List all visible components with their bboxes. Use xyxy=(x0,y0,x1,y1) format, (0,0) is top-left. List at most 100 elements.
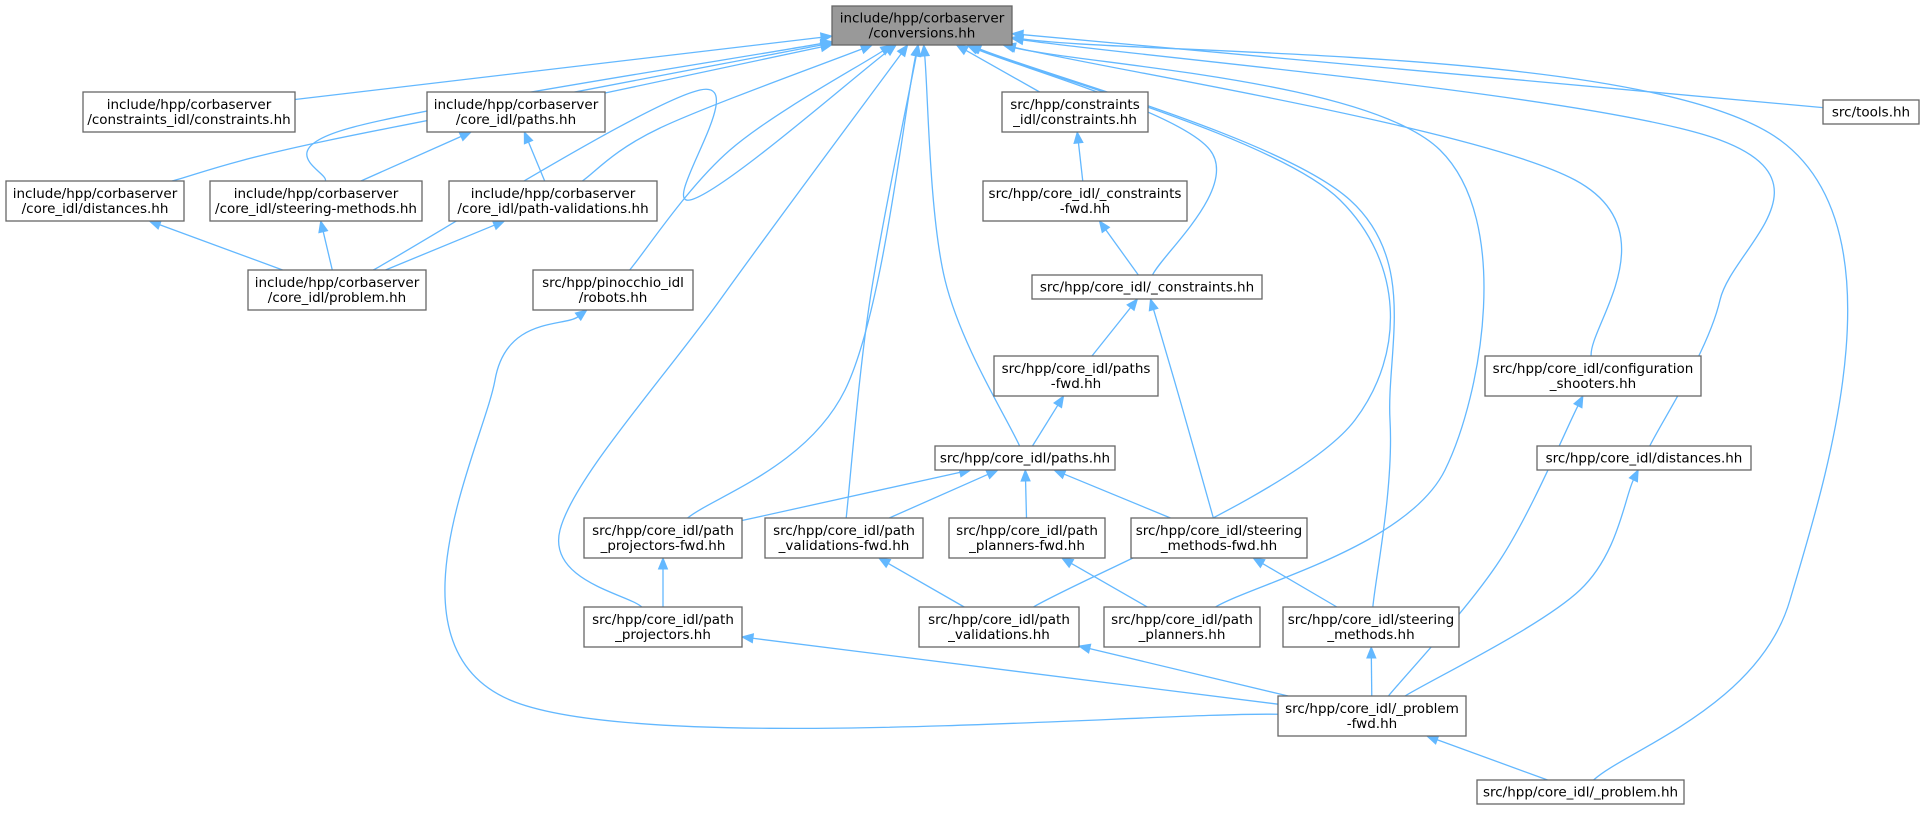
arrowhead-icon xyxy=(955,44,970,56)
node-box xyxy=(1277,695,1467,737)
node-label-line: src/hpp/core_idl/_constraints.hh xyxy=(1040,280,1254,296)
node-label-line: /robots.hh xyxy=(579,290,648,306)
node-box xyxy=(448,180,658,222)
edge-inc_problem-to-inc_pathval xyxy=(385,220,506,271)
arrowhead-icon xyxy=(491,220,506,231)
node-label-line: _planners-fwd.hh xyxy=(968,538,1085,554)
edge-inc_problem-to-inc_distances xyxy=(148,220,283,271)
edge-src_pathproj-to-root xyxy=(557,43,909,608)
node-box xyxy=(934,445,1116,471)
file-node-src-paths-fwd[interactable]: src/hpp/core_idl/paths-fwd.hh xyxy=(993,355,1159,397)
node-label-line: /core_idl/path-validations.hh xyxy=(457,201,648,217)
node-label-line: _idl/constraints.hh xyxy=(1012,112,1137,128)
file-node-src-problem-fwd[interactable]: src/hpp/core_idl/_problem-fwd.hh xyxy=(1277,695,1467,737)
file-node-src-pathval-fwd[interactable]: src/hpp/core_idl/path_validations-fwd.hh xyxy=(764,517,924,559)
edge-src_tools-to-root xyxy=(1010,29,1824,109)
arrowhead-icon xyxy=(1252,557,1266,569)
arrowhead-icon xyxy=(919,43,931,57)
node-box xyxy=(1001,91,1149,133)
file-node-src-pathproj-fwd[interactable]: src/hpp/core_idl/path_projectors-fwd.hh xyxy=(583,517,743,559)
edge-inc_steering-to-inc_paths xyxy=(360,131,473,182)
file-node-src-config[interactable]: src/hpp/core_idl/configuration_shooters.… xyxy=(1484,355,1702,397)
node-box xyxy=(993,355,1159,397)
file-node-inc-problem[interactable]: include/hpp/corbaserver/core_idl/problem… xyxy=(247,269,427,311)
file-node-inc-paths[interactable]: include/hpp/corbaserver/core_idl/paths.h… xyxy=(426,91,606,133)
node-box xyxy=(209,180,423,222)
edge-src_pathval_fwd-to-src_paths xyxy=(888,469,1000,519)
file-node-src-pathplan[interactable]: src/hpp/core_idl/path_planners.hh xyxy=(1103,606,1261,648)
node-box xyxy=(982,180,1188,222)
arrowhead-icon xyxy=(819,38,834,49)
edge-inc_steering-to-root xyxy=(306,38,834,182)
edge-src_pathplan_fwd-to-src_paths xyxy=(1020,468,1031,519)
node-box xyxy=(247,269,427,311)
file-node-src-pathplan-fwd[interactable]: src/hpp/core_idl/path_planners-fwd.hh xyxy=(948,517,1106,559)
arrowhead-icon xyxy=(1126,297,1139,312)
file-node-src-constraints-fwd[interactable]: src/hpp/core_idl/_constraints-fwd.hh xyxy=(982,180,1188,222)
file-node-src-pinocchio[interactable]: src/hpp/pinocchio_idl/robots.hh xyxy=(532,269,694,311)
edge-src_steering-to-src_steering_fwd xyxy=(1252,557,1338,608)
edge-src_pathproj_fwd-to-root xyxy=(687,43,921,519)
file-node-inc-constraints[interactable]: include/hpp/corbaserver/constraints_idl/… xyxy=(82,91,296,133)
node-label-line: include/hpp/corbaserver xyxy=(434,97,599,113)
node-label-line: src/hpp/pinocchio_idl xyxy=(542,275,684,291)
node-label-line: _planners.hh xyxy=(1138,627,1226,643)
file-node-inc-distances[interactable]: include/hpp/corbaserver/core_idl/distanc… xyxy=(5,180,185,222)
node-label-line: src/hpp/core_idl/_problem.hh xyxy=(1483,785,1678,801)
file-node-inc-steering[interactable]: include/hpp/corbaserver/core_idl/steerin… xyxy=(209,180,423,222)
node-box xyxy=(1103,606,1261,648)
file-node-src-core-constraints[interactable]: src/hpp/core_idl/_constraints.hh xyxy=(1031,274,1263,300)
node-label-line: src/hpp/constraints xyxy=(1010,97,1140,113)
edge-src_problem_fwd-to-src_pathproj xyxy=(740,633,1279,705)
node-label-line: src/tools.hh xyxy=(1832,105,1910,121)
node-label-line: _methods-fwd.hh xyxy=(1160,538,1277,554)
node-box xyxy=(764,517,924,559)
file-node-inc-pathval[interactable]: include/hpp/corbaserver/core_idl/path-va… xyxy=(448,180,658,222)
edge-src_problem_fwd-to-src_pinocchio xyxy=(444,309,1279,730)
node-label-line: include/hpp/corbaserver xyxy=(471,186,636,202)
node-box xyxy=(583,606,743,648)
file-node-src-constraints[interactable]: src/hpp/constraints_idl/constraints.hh xyxy=(1001,91,1149,133)
edge-inc_pathval-to-root xyxy=(581,44,874,182)
arrowhead-icon xyxy=(1628,468,1639,483)
edge-src_core_constraints-to-src_constraints_fwd xyxy=(1098,219,1139,276)
file-node-src-pathproj[interactable]: src/hpp/core_idl/path_projectors.hh xyxy=(583,606,743,648)
edge-src_problem_fwd-to-src_config xyxy=(1387,394,1584,697)
node-label-line: /core_idl/steering-methods.hh xyxy=(215,201,417,217)
arrowhead-icon xyxy=(985,469,1000,480)
edge-src_pathplan-to-src_pathplan_fwd xyxy=(1060,557,1148,608)
file-node-src-pathval[interactable]: src/hpp/core_idl/path_validations.hh xyxy=(918,606,1080,648)
node-label-line: /constraints_idl/constraints.hh xyxy=(87,112,290,128)
edge-src_constraints_fwd-to-src_constraints xyxy=(1073,130,1084,182)
node-box xyxy=(1031,274,1263,300)
node-label-line: /core_idl/paths.hh xyxy=(456,112,576,128)
arrowhead-icon xyxy=(1052,469,1067,480)
arrowhead-icon xyxy=(740,633,755,644)
node-box xyxy=(1476,779,1685,805)
arrowhead-icon xyxy=(877,557,892,569)
node-label-line: src/hpp/core_idl/_constraints xyxy=(989,186,1182,202)
edge-src_pathval_fwd-to-root xyxy=(845,43,922,519)
arrowhead-icon xyxy=(523,130,534,145)
file-node-src-distances[interactable]: src/hpp/core_idl/distances.hh xyxy=(1536,445,1752,471)
node-box xyxy=(82,91,296,133)
arrowhead-icon xyxy=(1073,130,1084,145)
edge-src_steering_fwd-to-src_paths xyxy=(1052,469,1171,519)
node-box xyxy=(948,517,1106,559)
arrowhead-icon xyxy=(911,43,922,58)
file-node-src-steering[interactable]: src/hpp/core_idl/steering_methods.hh xyxy=(1282,606,1460,648)
edge-src_pinocchio-to-root xyxy=(629,44,894,271)
file-node-src-steering-fwd[interactable]: src/hpp/core_idl/steering_methods-fwd.hh xyxy=(1130,517,1308,559)
node-label-line: src/hpp/core_idl/steering xyxy=(1136,523,1302,539)
node-box xyxy=(1822,99,1920,125)
file-node-src-tools[interactable]: src/tools.hh xyxy=(1822,99,1920,125)
edge-src_problem-to-root xyxy=(1010,33,1849,781)
node-label-line: _validations.hh xyxy=(947,627,1050,643)
file-node-root[interactable]: include/hpp/corbaserver/conversions.hh xyxy=(831,5,1013,46)
arrowhead-icon xyxy=(1573,394,1584,409)
file-node-src-problem[interactable]: src/hpp/core_idl/_problem.hh xyxy=(1476,779,1685,805)
file-node-src-paths[interactable]: src/hpp/core_idl/paths.hh xyxy=(934,445,1116,471)
node-box xyxy=(1484,355,1702,397)
node-label-line: src/hpp/core_idl/path xyxy=(773,523,915,539)
